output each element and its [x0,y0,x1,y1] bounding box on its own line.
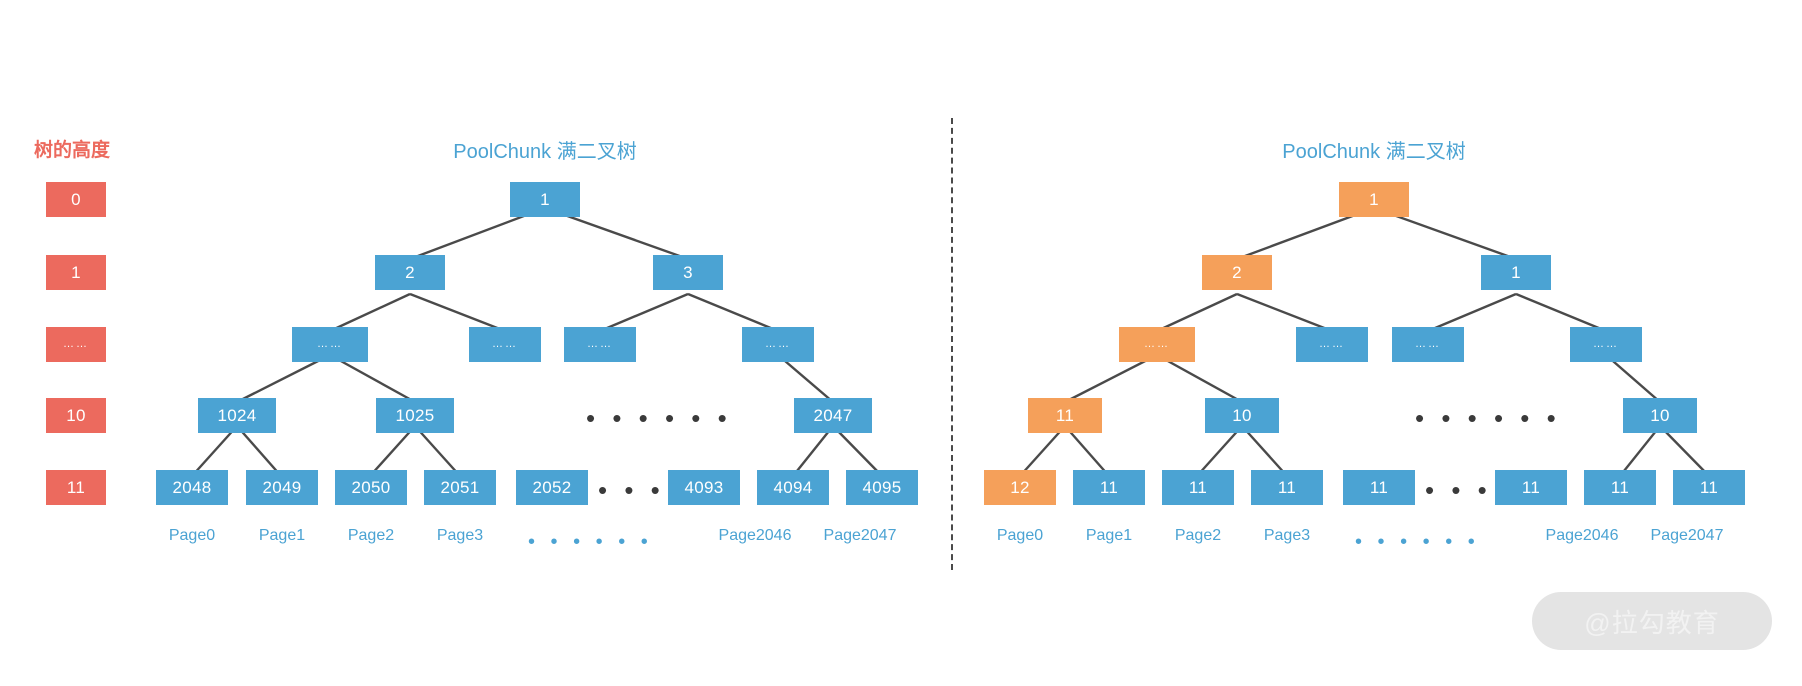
right-leaf-7[interactable]: 11 [1673,470,1745,505]
right-node-l2-2[interactable]: …… [1392,327,1464,362]
left-node-l2-2[interactable]: …… [564,327,636,362]
right-leaf-4[interactable]: 11 [1343,470,1415,505]
right-node-l1-1[interactable]: 1 [1481,255,1551,290]
right-leaf-0[interactable]: 12 [984,470,1056,505]
left-leaf-2049[interactable]: 2049 [246,470,318,505]
right-page-label-2: Page2 [1174,527,1222,544]
left-page-label-2046: Page2046 [718,527,792,544]
right-node-l1-0[interactable]: 2 [1202,255,1272,290]
right-node-l3-2[interactable]: 10 [1623,398,1697,433]
right-tree-title: PoolChunk 满二叉树 [1282,141,1466,163]
right-page-ellipsis: • • • • • • [1355,531,1480,553]
height-level-ellipsis: …… [46,327,106,362]
left-node-2047[interactable]: 2047 [794,398,872,433]
left-leaf-2052[interactable]: 2052 [516,470,588,505]
left-leaf-2051[interactable]: 2051 [424,470,496,505]
right-page-label-2046: Page2046 [1545,527,1619,544]
left-node-1024[interactable]: 1024 [198,398,276,433]
right-leaf-6[interactable]: 11 [1584,470,1656,505]
right-page-label-0: Page0 [996,527,1044,544]
left-leaf-4094[interactable]: 4094 [757,470,829,505]
left-node-l1-0[interactable]: 2 [375,255,445,290]
left-level3-ellipsis: • • • • • • [586,403,732,433]
left-node-1025[interactable]: 1025 [376,398,454,433]
right-page-label-3: Page3 [1263,527,1311,544]
left-page-label-0: Page0 [168,527,216,544]
right-node-l3-0[interactable]: 11 [1028,398,1102,433]
right-leaf-1[interactable]: 11 [1073,470,1145,505]
right-node-l3-1[interactable]: 10 [1205,398,1279,433]
left-node-l2-3[interactable]: …… [742,327,814,362]
left-tree-title: PoolChunk 满二叉树 [453,141,637,163]
left-page-label-1: Page1 [258,527,306,544]
watermark-text: @拉勾教育 [1584,607,1720,638]
left-page-ellipsis: • • • • • • [528,531,653,553]
panel-divider [951,118,953,570]
height-level-11: 11 [46,470,106,505]
left-page-label-2: Page2 [347,527,395,544]
left-node-root[interactable]: 1 [510,182,580,217]
right-node-root[interactable]: 1 [1339,182,1409,217]
right-page-label-1: Page1 [1085,527,1133,544]
left-leaf-4095[interactable]: 4095 [846,470,918,505]
right-node-l2-3[interactable]: …… [1570,327,1642,362]
left-node-l1-1[interactable]: 3 [653,255,723,290]
left-leaf-2050[interactable]: 2050 [335,470,407,505]
left-page-label-2047: Page2047 [823,527,897,544]
left-leaf-4093[interactable]: 4093 [668,470,740,505]
height-column-title: 树的高度 [34,140,111,161]
right-leaf-5[interactable]: 11 [1495,470,1567,505]
height-level-10: 10 [46,398,106,433]
height-level-0: 0 [46,182,106,217]
right-node-l2-1[interactable]: …… [1296,327,1368,362]
left-node-l2-1[interactable]: …… [469,327,541,362]
left-leaf-2048[interactable]: 2048 [156,470,228,505]
watermark-badge: @拉勾教育 [1532,592,1772,650]
right-leaf-2[interactable]: 11 [1162,470,1234,505]
right-leaf-3[interactable]: 11 [1251,470,1323,505]
right-page-label-2047: Page2047 [1650,527,1724,544]
height-level-1: 1 [46,255,106,290]
right-level3-ellipsis: • • • • • • [1415,403,1561,433]
left-node-l2-0[interactable]: …… [292,327,368,362]
left-page-label-3: Page3 [436,527,484,544]
right-node-l2-0[interactable]: …… [1119,327,1195,362]
